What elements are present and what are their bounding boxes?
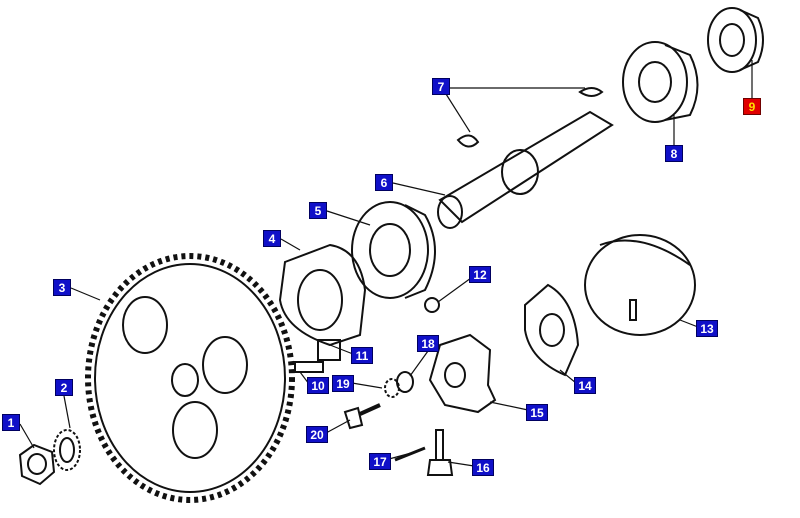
callout-7[interactable]: 7 xyxy=(432,78,450,95)
part-shaft xyxy=(437,110,614,229)
part-small-nut xyxy=(424,297,440,313)
part-pin xyxy=(394,446,426,462)
part-bracket xyxy=(428,333,497,414)
part-lock-washer xyxy=(53,429,81,471)
callout-9[interactable]: 9 xyxy=(743,98,761,115)
callout-16[interactable]: 16 xyxy=(472,459,494,476)
part-flange-plate xyxy=(278,243,367,347)
leader-lines xyxy=(19,60,753,467)
part-washers xyxy=(384,371,414,398)
callout-13[interactable]: 13 xyxy=(696,320,718,337)
callout-17[interactable]: 17 xyxy=(369,453,391,470)
callout-1[interactable]: 1 xyxy=(2,414,20,431)
part-bolt-10 xyxy=(294,339,341,373)
callout-5[interactable]: 5 xyxy=(309,202,327,219)
callout-19[interactable]: 19 xyxy=(332,375,354,392)
callout-15[interactable]: 15 xyxy=(526,404,548,421)
callout-4[interactable]: 4 xyxy=(263,230,281,247)
callout-3[interactable]: 3 xyxy=(53,279,71,296)
part-keys xyxy=(456,87,604,148)
part-bearing-8 xyxy=(622,41,699,123)
callout-20[interactable]: 20 xyxy=(306,426,328,443)
callout-14[interactable]: 14 xyxy=(574,377,596,394)
part-screw-20 xyxy=(343,403,381,430)
callout-10[interactable]: 10 xyxy=(307,377,329,394)
callout-8[interactable]: 8 xyxy=(665,145,683,162)
part-gear xyxy=(85,253,295,503)
callout-12[interactable]: 12 xyxy=(469,266,491,283)
callout-18[interactable]: 18 xyxy=(417,335,439,352)
part-nut xyxy=(18,443,56,486)
part-bolt-16 xyxy=(426,429,454,476)
callout-6[interactable]: 6 xyxy=(375,174,393,191)
part-cover xyxy=(584,234,696,336)
part-bearing-9 xyxy=(707,7,764,73)
callout-2[interactable]: 2 xyxy=(55,379,73,396)
callout-11[interactable]: 11 xyxy=(351,347,373,364)
part-bearing-5 xyxy=(351,201,436,299)
part-plate-14 xyxy=(524,283,580,377)
